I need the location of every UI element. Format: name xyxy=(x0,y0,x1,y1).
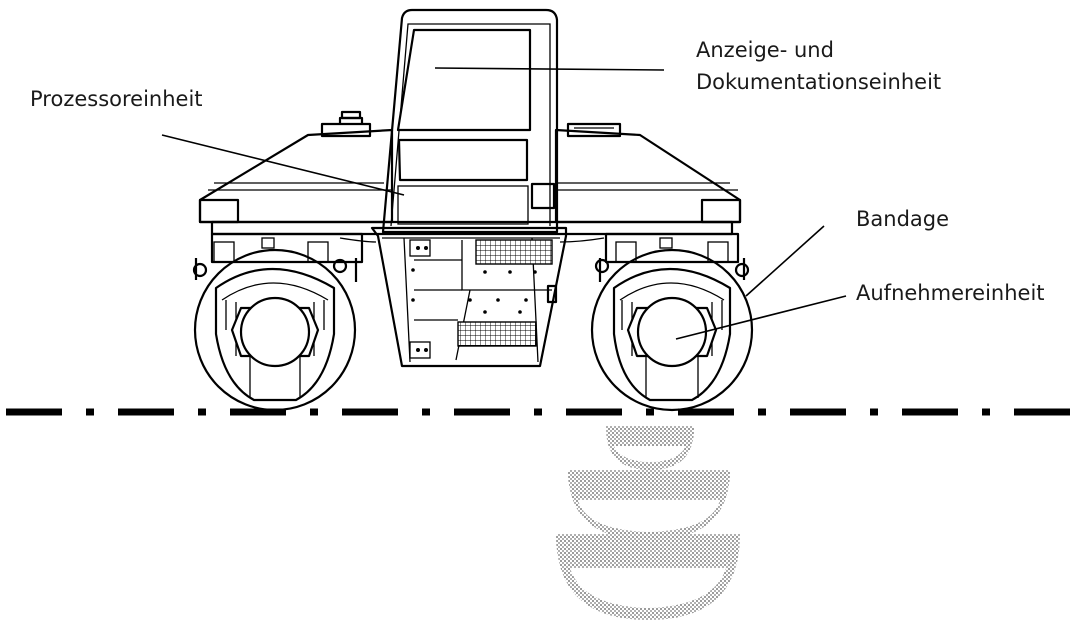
leader-sensor xyxy=(675,295,847,340)
label-drum: Bandage xyxy=(856,207,949,231)
operator-cab xyxy=(381,8,559,234)
label-display-line2: Dokumentationseinheit xyxy=(696,70,941,94)
leader-processor xyxy=(161,134,405,196)
label-display-line1: Anzeige- und xyxy=(696,38,834,62)
left-drum xyxy=(192,232,364,412)
label-sensor: Aufnehmereinheit xyxy=(856,281,1045,305)
label-processor: Prozessoreinheit xyxy=(30,87,203,111)
right-engine-hood xyxy=(554,122,742,224)
right-drum xyxy=(590,232,754,412)
vibration-wave-icon xyxy=(556,426,740,620)
leader-display xyxy=(434,67,665,71)
center-body xyxy=(370,226,568,368)
roller-compactor-drawing xyxy=(192,8,754,412)
left-engine-hood xyxy=(198,110,394,224)
leader-drum xyxy=(745,225,825,297)
